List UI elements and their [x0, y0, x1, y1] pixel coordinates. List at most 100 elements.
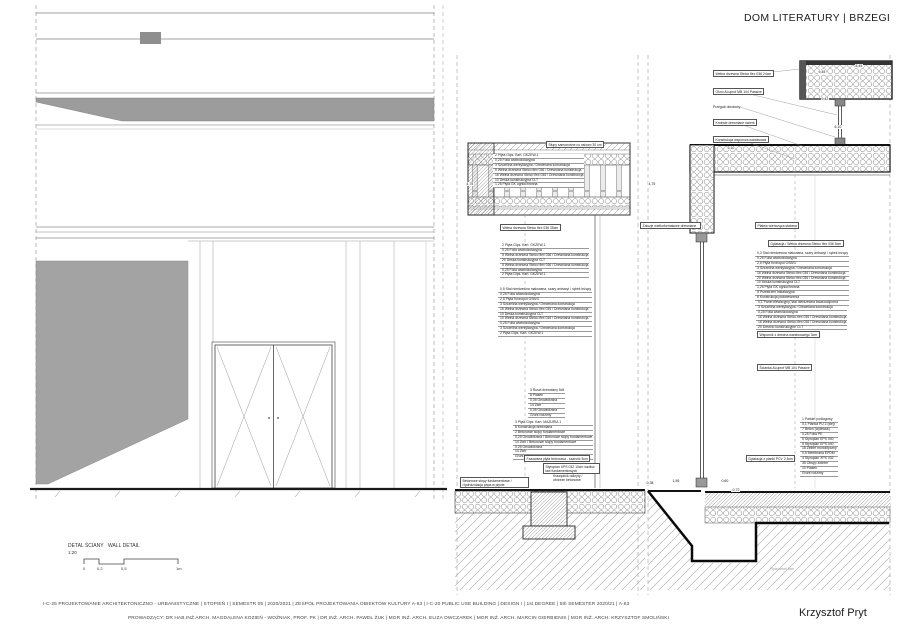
label-glazed-wall: Ścianka ALuprof MB 104 Passive — [757, 364, 813, 372]
layer-row: 10 Deska konstrukcyjna CLT — [498, 312, 593, 318]
footer-tutors-line: PROWADZĄCY: DR HAB.INŻ.ARCH. MAGDALENA K… — [128, 616, 670, 621]
layer-row: 3 Szczelina wentylacyjna / Drewniana kon… — [756, 305, 848, 311]
scale-bar — [83, 558, 179, 565]
layer-list-ext-wall: 0,5 Stal nierdzewna malowana, szary antr… — [498, 287, 593, 338]
layer-row: 1,25 Płyta GK ogniochronna — [755, 285, 850, 292]
dimension: -0,35 — [645, 481, 654, 485]
dimension: -0,72 — [731, 488, 740, 492]
layer-row: 0,25 Folia wiatroizolacyjna — [756, 310, 848, 316]
label-xps-strip: Styropian XPS 032 10cm wzdłuż ław fundam… — [543, 463, 600, 475]
dimension: 8,45 — [855, 64, 863, 68]
layer-row: 16 Wełna drzewna Steico flex 036 / Drewn… — [498, 307, 593, 313]
dimension: 4,75 — [466, 182, 474, 186]
layer-row: 3 Płyta Gips. Kart. MAZURIA 1 — [513, 420, 594, 426]
label-expansion-wool: Dylatacja / Wełna drzewna Steico flex 03… — [768, 240, 844, 248]
layer-row: 0,05 Geowłóknina — [528, 398, 566, 404]
scale-tick: 1m — [176, 566, 182, 571]
label-steel-purlin: Płatew wieńcząca stalowa — [755, 222, 800, 230]
layer-row: 0,25 Folia wiatroizolacyjna — [500, 248, 590, 254]
ground-ticks — [54, 490, 421, 498]
roof-band — [35, 97, 435, 122]
label-curb: Krawężnik odkryty / obrzeże betonowe — [553, 474, 593, 483]
layer-row: 5 Styropian EPS 040 — [800, 442, 838, 448]
scale-tick: 0 — [83, 566, 86, 571]
layer-row: 0,05 Geowłóknina — [528, 408, 566, 414]
dimension: 9,45 — [818, 70, 826, 74]
layer-row: 0,25 Folia wiatroizolacyjna — [493, 158, 585, 164]
label-hebel-slab: Płyta hebel 5cm — [770, 567, 795, 571]
layer-row: 2 Płyta Gips. Kart. GKZEW.1 — [500, 243, 590, 249]
layer-row: 0,25 Folia wiatroizolacyjna — [755, 256, 850, 262]
dimension: 6,10 — [834, 125, 842, 129]
layer-row: 3 Ruszt drewniany 5x5 — [528, 388, 566, 394]
layer-row: 16 Wełna drzewna Steico flex 036 / Drewn… — [493, 172, 585, 179]
layer-row: 16 Wełna drzewna Steico flex 036 / Drewn… — [756, 319, 848, 326]
door-handle-right — [277, 417, 279, 419]
label-pivot-hinge: Przegub obrotowy — [713, 105, 741, 110]
layer-row: 0,5 Stal nierdzewna malowana, szary antr… — [498, 287, 593, 293]
layer-row: 8 Piasek — [528, 393, 566, 399]
layer-row: 2 Płyta Gips. Kart. GKZEW.1 — [493, 153, 585, 159]
parapet-corner — [799, 60, 893, 100]
layer-row: 0,1 Pianka PU 2 (klej) — [800, 422, 838, 428]
layer-row: 5 Przestrzeń instalacyjna — [755, 290, 850, 297]
layer-row: 0,3 Stal nierdzewna malowana, szary antr… — [755, 251, 850, 257]
clerestory-window — [834, 98, 846, 146]
layer-row: 0,25 Geowłóknina — [513, 445, 594, 451]
layer-row: 20 Wełna drzewna Steico flex 036 / Drewn… — [755, 276, 850, 282]
label-footings: Betonowe stopy fundamentowe / Hydroizola… — [460, 477, 529, 489]
layer-row: 3 Szczelina wentylacyjna / Drewniana kon… — [755, 266, 850, 272]
layer-row: 16 Wełna drzewna Steico flex 036 / Drewn… — [755, 271, 850, 277]
label-plinth-slab: Fazowana płyta betonowa - szarość 5cm — [524, 455, 591, 463]
label-columns-spacing: Słupy samonośne co osiowo 30 cm — [546, 141, 605, 149]
layer-row: 10 Wełna drzewna Steico flex 036 / Drewn… — [498, 317, 593, 323]
layer-row: 14 Żwir / Betonowe stopy fundamentowe — [513, 440, 594, 446]
soil-hatch — [648, 493, 890, 590]
layer-row: 0,5 Membrana EPDM — [800, 451, 838, 458]
foundation-footing — [522, 491, 576, 540]
layer-row: 3 Szczelina wentylacyjna / Drewniana kon… — [498, 302, 593, 308]
layer-row: 10 Deska konstrukcyjna CLT — [755, 281, 850, 287]
layer-row: 2 Płyta Gips. Kart. GKZEW.1 — [498, 331, 593, 338]
corner-column — [467, 142, 495, 216]
layer-row: 35 Obsyp żwirem — [800, 461, 838, 468]
dimension: 0,60 — [721, 479, 729, 483]
layer-row: 4 Styropian XPS 032 — [800, 456, 838, 463]
legend-title-pl: DETAL ŚCIANY — [68, 543, 104, 549]
layer-row: 5 Wełna drzewna Steico flex 036 / Drewni… — [500, 262, 590, 269]
label-timber-bracket: Wspornik z drewna warstwowego 3cm — [757, 331, 820, 339]
layer-row: 5 Styropian EPS 040 — [800, 437, 838, 443]
scale-tick: 0,5 — [121, 566, 127, 571]
legend-title-en: WALL DETAIL — [108, 543, 140, 549]
layer-row: 5 Wełna drzewna Steico flex 036 / Drewni… — [500, 252, 590, 259]
layer-row: 2 Betonowe stopy fundamentowe — [513, 430, 594, 436]
layer-row: 0,1 Panel elewacyjny, stal nierdzewna kw… — [756, 300, 848, 306]
layer-row: Grunt rodzimy — [800, 471, 838, 477]
layer-row: 10 Piasek — [800, 466, 838, 472]
layer-row: 2 Płyta Gips. Kart. GKZEW.1 — [500, 273, 590, 279]
roof-slab-band — [689, 144, 891, 176]
project-title: DOM LITERATURY | BRZEGI — [744, 12, 891, 24]
layer-row: 0,25 Folia PE — [800, 432, 838, 438]
layer-row: 2,5 Płyta Kronopol OSB/3 — [755, 261, 850, 267]
label-pcv-joint: Dylatacja z pianki PCV 2,5cm — [746, 455, 796, 463]
retaining-edge — [647, 490, 889, 563]
layer-list-right-wall: 0,3 Stal nierdzewna malowana, szary antr… — [755, 251, 850, 306]
layer-row: 7 Beton (wylewka) — [800, 427, 838, 433]
layer-row: 3 Szczelina wentylacyjna / Drewniana kon… — [493, 163, 585, 169]
door-handle-left — [268, 417, 270, 419]
layer-row: 8 Konstrukcja drewniana — [513, 425, 594, 431]
dimension: 9,42 — [821, 97, 829, 101]
label-roof-insulation: Wełna drzewna Steico flex 036 24cm — [713, 70, 774, 78]
dimension: 9,10 — [727, 146, 735, 150]
label-wool-35: Wełna drzewna Steico flex 036 35cm — [500, 224, 561, 232]
layer-row: 1 Parkiet podłogowy — [800, 417, 838, 423]
layer-row: 18 Żelbet monolityczny — [800, 446, 838, 453]
layer-row: 16 Wełna drzewna Steico flex 036 / Drewn… — [756, 314, 848, 321]
layer-row: 3 Szczelina wentylacyjna / Drewniana kon… — [498, 326, 593, 333]
